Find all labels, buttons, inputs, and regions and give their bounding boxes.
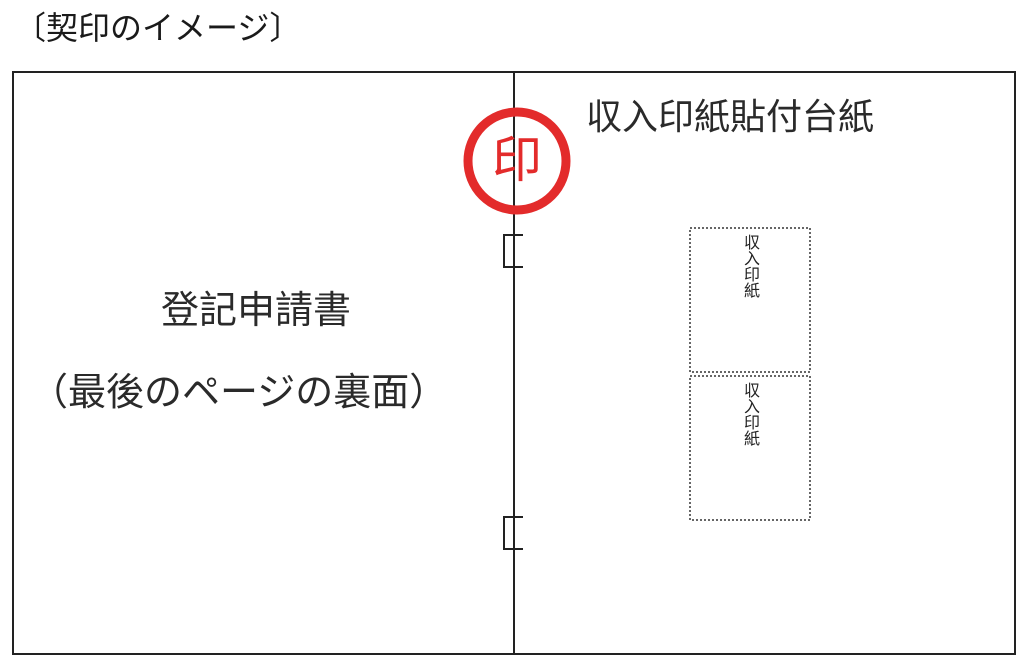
seal-stamp-icon: 印 [460, 104, 574, 218]
staple-mark-bottom [503, 516, 523, 550]
seal-text: 印 [492, 131, 542, 189]
revenue-stamp: 収入印紙 [688, 374, 812, 522]
revenue-stamp: 収入印紙 [688, 226, 812, 374]
right-page-title: 収入印紙貼付台紙 [586, 97, 875, 138]
left-page-subtitle: （最後のページの裏面） [30, 370, 448, 414]
revenue-stamp-label: 収入印紙 [741, 382, 760, 446]
revenue-stamps-group: 収入印紙 収入印紙 [688, 226, 812, 522]
stamp-border [689, 375, 811, 521]
staple-mark-top [503, 234, 523, 268]
revenue-stamp-label: 収入印紙 [741, 234, 760, 298]
stamp-border [689, 227, 811, 373]
diagram-caption: 〔契印のイメージ〕 [14, 9, 302, 47]
left-page-title: 登記申請書 [160, 288, 351, 332]
page-divider-line [513, 71, 515, 655]
seal-circle: 印 [463, 107, 571, 215]
